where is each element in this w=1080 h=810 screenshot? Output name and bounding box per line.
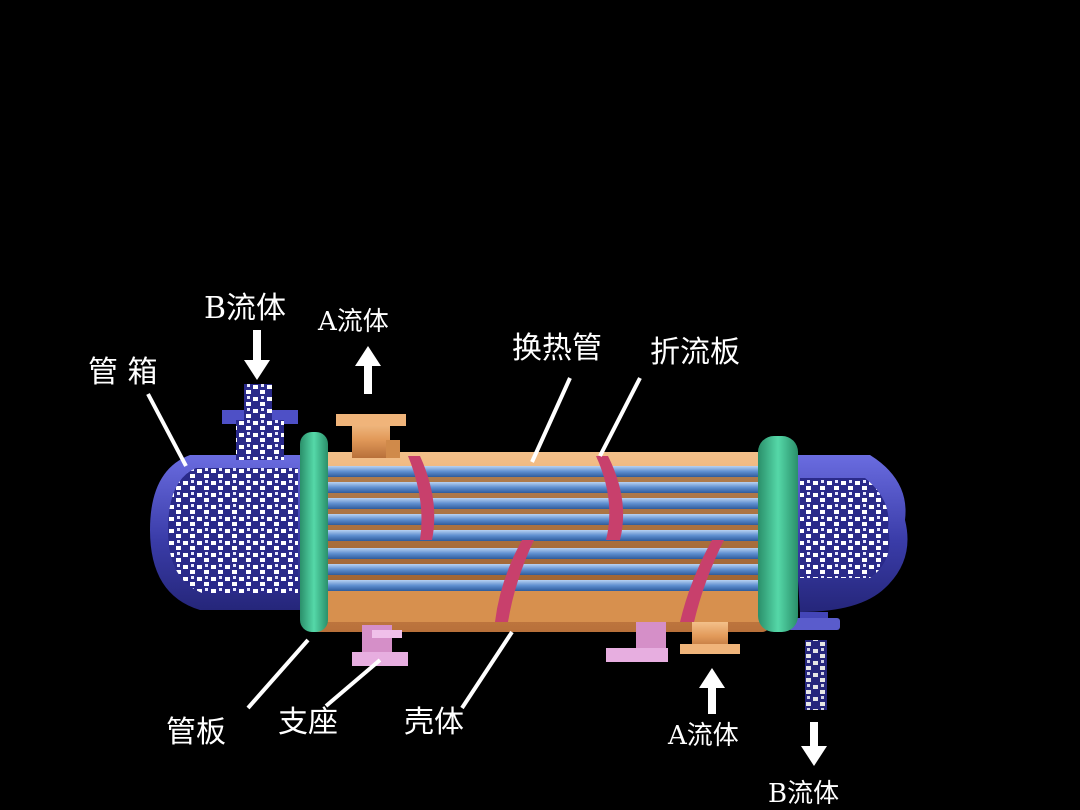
heat-tube-5 (322, 530, 770, 541)
heat-tube-3 (322, 498, 770, 509)
leader-shell (460, 630, 514, 710)
label-tube-sheet: 管板 (166, 715, 226, 750)
label-a-fluid-out: A流体 (317, 307, 389, 337)
baffle-2 (596, 456, 624, 540)
nozzle-a-inlet (680, 622, 740, 654)
label-heat-tube: 换热管 (512, 331, 602, 366)
baffles (408, 456, 724, 622)
tube-sheet-left (300, 432, 328, 632)
baffle-3 (495, 540, 534, 622)
label-shell: 壳体 (404, 705, 464, 740)
heat-tube-2 (322, 482, 770, 493)
label-b-fluid-in: B流体 (204, 291, 286, 326)
arrow-b-out (801, 722, 827, 766)
label-a-fluid-in: A流体 (667, 721, 739, 751)
heat-tube-1 (322, 466, 770, 477)
arrow-b-in (244, 330, 270, 380)
leader-support (324, 658, 382, 708)
tube-box-left (150, 410, 300, 610)
label-b-fluid-out: B流体 (768, 779, 839, 809)
label-tube-box: 管 箱 (88, 355, 158, 390)
label-support: 支座 (278, 705, 338, 740)
baffle-4 (680, 540, 724, 622)
tube-box-right (788, 455, 908, 710)
baffle-1 (408, 456, 435, 540)
support-left (352, 625, 408, 666)
leader-tube-sheet (246, 638, 310, 710)
arrow-a-in (699, 668, 725, 714)
leader-heat-tube (530, 377, 572, 463)
nozzle-a-outlet (336, 414, 406, 458)
tube-sheet-right (758, 436, 798, 632)
heat-exchange-tubes (322, 466, 770, 591)
label-baffle: 折流板 (650, 335, 740, 370)
shell (305, 452, 770, 632)
heat-tube-4 (322, 514, 770, 525)
leader-baffle (598, 377, 642, 457)
b-fluid-inlet-stream (244, 384, 272, 420)
leader-lines (146, 377, 642, 710)
heat-tube-6 (322, 548, 770, 559)
arrow-a-out (355, 346, 381, 394)
heat-tube-7 (322, 564, 770, 575)
heat-tube-8 (322, 580, 770, 591)
support-right (606, 622, 668, 662)
leader-tube-box (146, 393, 188, 467)
